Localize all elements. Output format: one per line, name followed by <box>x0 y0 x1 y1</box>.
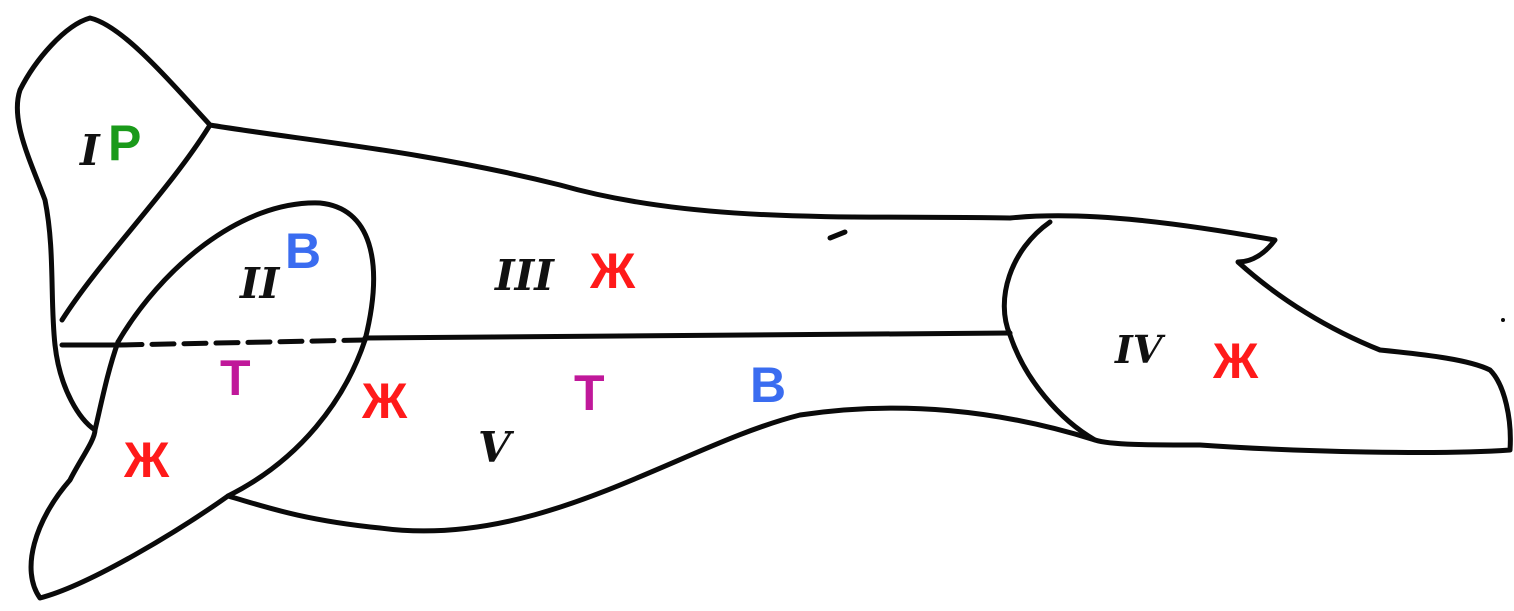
grade-label-r5-red-left: Ж <box>123 432 170 488</box>
grade-label-r5-magenta-left: Т <box>220 350 251 406</box>
dashed-divider <box>117 337 368 348</box>
region-label-IV: IV <box>1114 327 1166 372</box>
region-II-lower-boundary <box>92 339 121 433</box>
region-label-II: II <box>239 259 281 308</box>
grade-label-r5-blue: В <box>750 357 786 413</box>
grade-label-r2-blue: В <box>285 223 321 279</box>
region-label-I: I <box>79 126 101 175</box>
region-label-III: III <box>494 251 555 300</box>
region-III-V-divider <box>59 330 1013 348</box>
grade-label-r1-green: Р <box>108 115 141 171</box>
stray-dot <box>1501 318 1505 322</box>
grade-label-r5-red-mid: Ж <box>361 373 408 429</box>
region-II-boundary <box>115 200 377 499</box>
grade-label-r3-red: Ж <box>589 243 636 299</box>
carcass-outline <box>14 15 1513 601</box>
region-IV-boundary <box>1001 219 1098 443</box>
region-I-boundary <box>59 122 213 323</box>
outline-notch <box>827 229 848 241</box>
grade-label-r5-magenta-mid: Т <box>574 365 605 421</box>
grade-label-r4-red: Ж <box>1212 333 1259 389</box>
region-label-V: V <box>478 423 515 472</box>
